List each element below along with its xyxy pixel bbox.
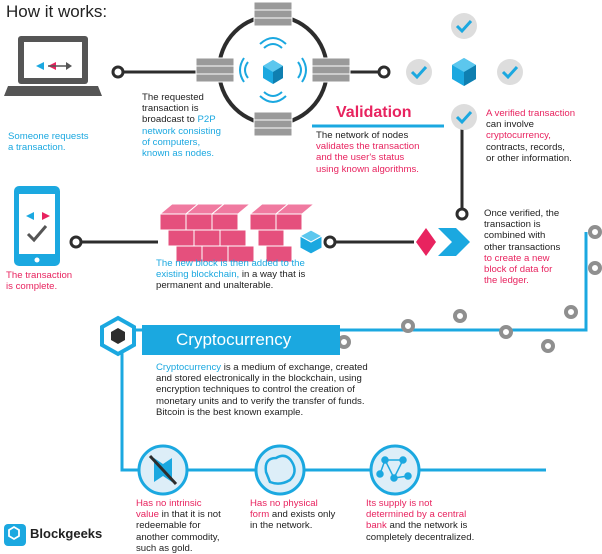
validation-line: validates the transaction <box>316 141 420 153</box>
newblock-line: permanent and unalterable. <box>156 280 274 292</box>
laptop-icon <box>4 36 102 96</box>
combined-caption: Once verified, the transaction is combin… <box>484 208 560 286</box>
crypto-line: Cryptocurrency is a medium of exchange, … <box>156 362 368 373</box>
decentralized-network-icon <box>369 444 421 496</box>
combined-line: transaction is <box>484 219 541 231</box>
combined-line: the ledger. <box>484 275 529 287</box>
crypto-line: encryption techniques to control the cre… <box>156 384 355 396</box>
combined-line: combined with <box>484 230 546 242</box>
validation-caption: The network of nodes validates the trans… <box>316 130 419 175</box>
combined-line: other transactions <box>484 241 561 253</box>
step2-line: transaction is <box>142 103 199 115</box>
combined-line: Once verified, the <box>484 208 560 219</box>
validation-check-icons <box>406 13 523 130</box>
step2-line: network consisting <box>142 125 221 137</box>
verified-line: can involve <box>486 119 534 131</box>
blockchain-blocks-icon <box>158 203 324 263</box>
property-no-physical-form: Has no physical form and exists only in … <box>250 498 336 532</box>
verified-line: A verified transaction <box>486 108 576 119</box>
property-decentralized-supply: Its supply is not determined by a centra… <box>366 498 475 543</box>
validation-line: and the user's status <box>316 152 405 164</box>
no-intrinsic-value-icon <box>137 444 189 496</box>
newblock-line: The new block is then added to the <box>156 258 305 269</box>
blockgeeks-logo-text: Blockgeeks <box>30 526 103 541</box>
verified-line: cryptocurrency, <box>486 130 551 142</box>
chain-dots <box>337 225 602 353</box>
connector-dot <box>323 235 337 249</box>
step1-caption-line: Someone requests <box>8 131 89 142</box>
complete-caption: The transaction is complete. <box>6 270 72 292</box>
property-no-intrinsic-value: Has no intrinsic value in that it is not… <box>136 498 221 554</box>
connector-dot <box>377 65 391 79</box>
newblock-line: existing blockchain, in a way that is <box>156 269 306 281</box>
step2-caption: The requested transaction is broadcast t… <box>142 92 221 159</box>
connector-dot <box>111 65 125 79</box>
step2-line: broadcast to P2P <box>142 114 216 126</box>
complete-line: The transaction <box>6 270 73 281</box>
step1-caption: Someone requests a transaction. <box>8 131 89 153</box>
verified-line: or other information. <box>486 152 572 164</box>
cryptocurrency-label: Cryptocurrency <box>142 325 340 355</box>
crypto-line: monetary units and to verify the transfe… <box>156 395 365 407</box>
step2-line: of computers, <box>142 136 201 148</box>
blockgeeks-logo-icon <box>4 524 26 546</box>
phone-icon <box>14 186 60 266</box>
combined-line: to create a new <box>484 252 550 264</box>
verified-caption: A verified transaction can involve crypt… <box>486 108 575 164</box>
validation-title: Validation <box>336 104 412 121</box>
crypto-line: Bitcoin is the best known example. <box>156 406 304 418</box>
validation-line: The network of nodes <box>316 130 409 141</box>
newblock-caption: The new block is then added to the exist… <box>156 258 305 292</box>
validation-line: using known algorithms. <box>316 163 419 175</box>
combined-line: block of data for <box>484 264 553 276</box>
step2-line: The requested <box>142 92 204 103</box>
p2p-network-icon <box>195 1 351 137</box>
step2-line: known as nodes. <box>142 148 214 160</box>
verified-line: contracts, records, <box>486 141 565 153</box>
chevron-icon <box>416 228 470 256</box>
connector-dot <box>455 207 469 221</box>
crypto-line: and stored electronically in the blockch… <box>156 373 362 385</box>
connector-dot <box>69 235 83 249</box>
hexagon-node-inner <box>111 328 125 344</box>
no-physical-form-icon <box>254 444 306 496</box>
page-title: How it works: <box>6 2 108 21</box>
complete-line: is complete. <box>6 281 58 293</box>
step1-caption-line: a transaction. <box>8 142 66 154</box>
crypto-caption: Cryptocurrency is a medium of exchange, … <box>156 362 368 418</box>
